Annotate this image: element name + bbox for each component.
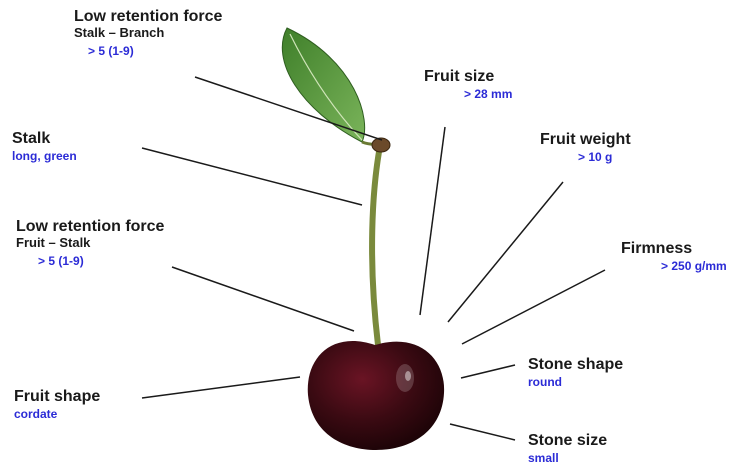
label-fruit-shape-value: cordate [14,408,100,422]
label-retention-fruit: Low retention force Fruit – Stalk > 5 (1… [16,218,164,269]
label-stalk: Stalk long, green [12,130,77,164]
label-firmness-value: > 250 g/mm [661,260,727,274]
label-stone-shape: Stone shape round [528,356,623,390]
label-fruit-size-value: > 28 mm [464,88,512,102]
label-fruit-weight-value: > 10 g [578,151,631,165]
leader-line-stone-shape [461,365,515,378]
label-firmness-title: Firmness [621,240,727,258]
leader-line-fruit-shape [142,377,300,398]
label-fruit-weight: Fruit weight > 10 g [540,131,631,165]
label-stalk-value: long, green [12,150,77,164]
leaf [282,28,364,142]
label-retention-branch-title: Low retention force [74,8,222,26]
leader-line-stalk [142,148,362,205]
label-stone-size: Stone size small [528,432,607,466]
label-stone-shape-title: Stone shape [528,356,623,374]
label-fruit-shape-title: Fruit shape [14,388,100,406]
label-stone-size-value: small [528,452,607,466]
label-retention-fruit-title: Low retention force [16,218,164,236]
label-retention-branch: Low retention force Stalk – Branch > 5 (… [74,8,222,59]
leader-line-retention-fruit [172,267,354,331]
label-fruit-shape: Fruit shape cordate [14,388,100,422]
label-retention-branch-value: > 5 (1-9) [88,45,222,59]
stalk [372,146,380,345]
label-retention-branch-sub: Stalk – Branch [74,26,222,41]
label-fruit-size-title: Fruit size [424,68,512,86]
label-stalk-title: Stalk [12,130,77,148]
cherry-fruit [308,341,444,450]
leader-line-firmness [462,270,605,344]
label-stone-shape-value: round [528,376,623,390]
label-stone-size-title: Stone size [528,432,607,450]
label-fruit-weight-title: Fruit weight [540,131,631,149]
label-retention-fruit-value: > 5 (1-9) [38,255,164,269]
leader-line-fruit-size [420,127,445,315]
label-fruit-size: Fruit size > 28 mm [424,68,512,102]
label-firmness: Firmness > 250 g/mm [621,240,727,274]
leader-line-stone-size [450,424,515,440]
label-retention-fruit-sub: Fruit – Stalk [16,236,164,251]
